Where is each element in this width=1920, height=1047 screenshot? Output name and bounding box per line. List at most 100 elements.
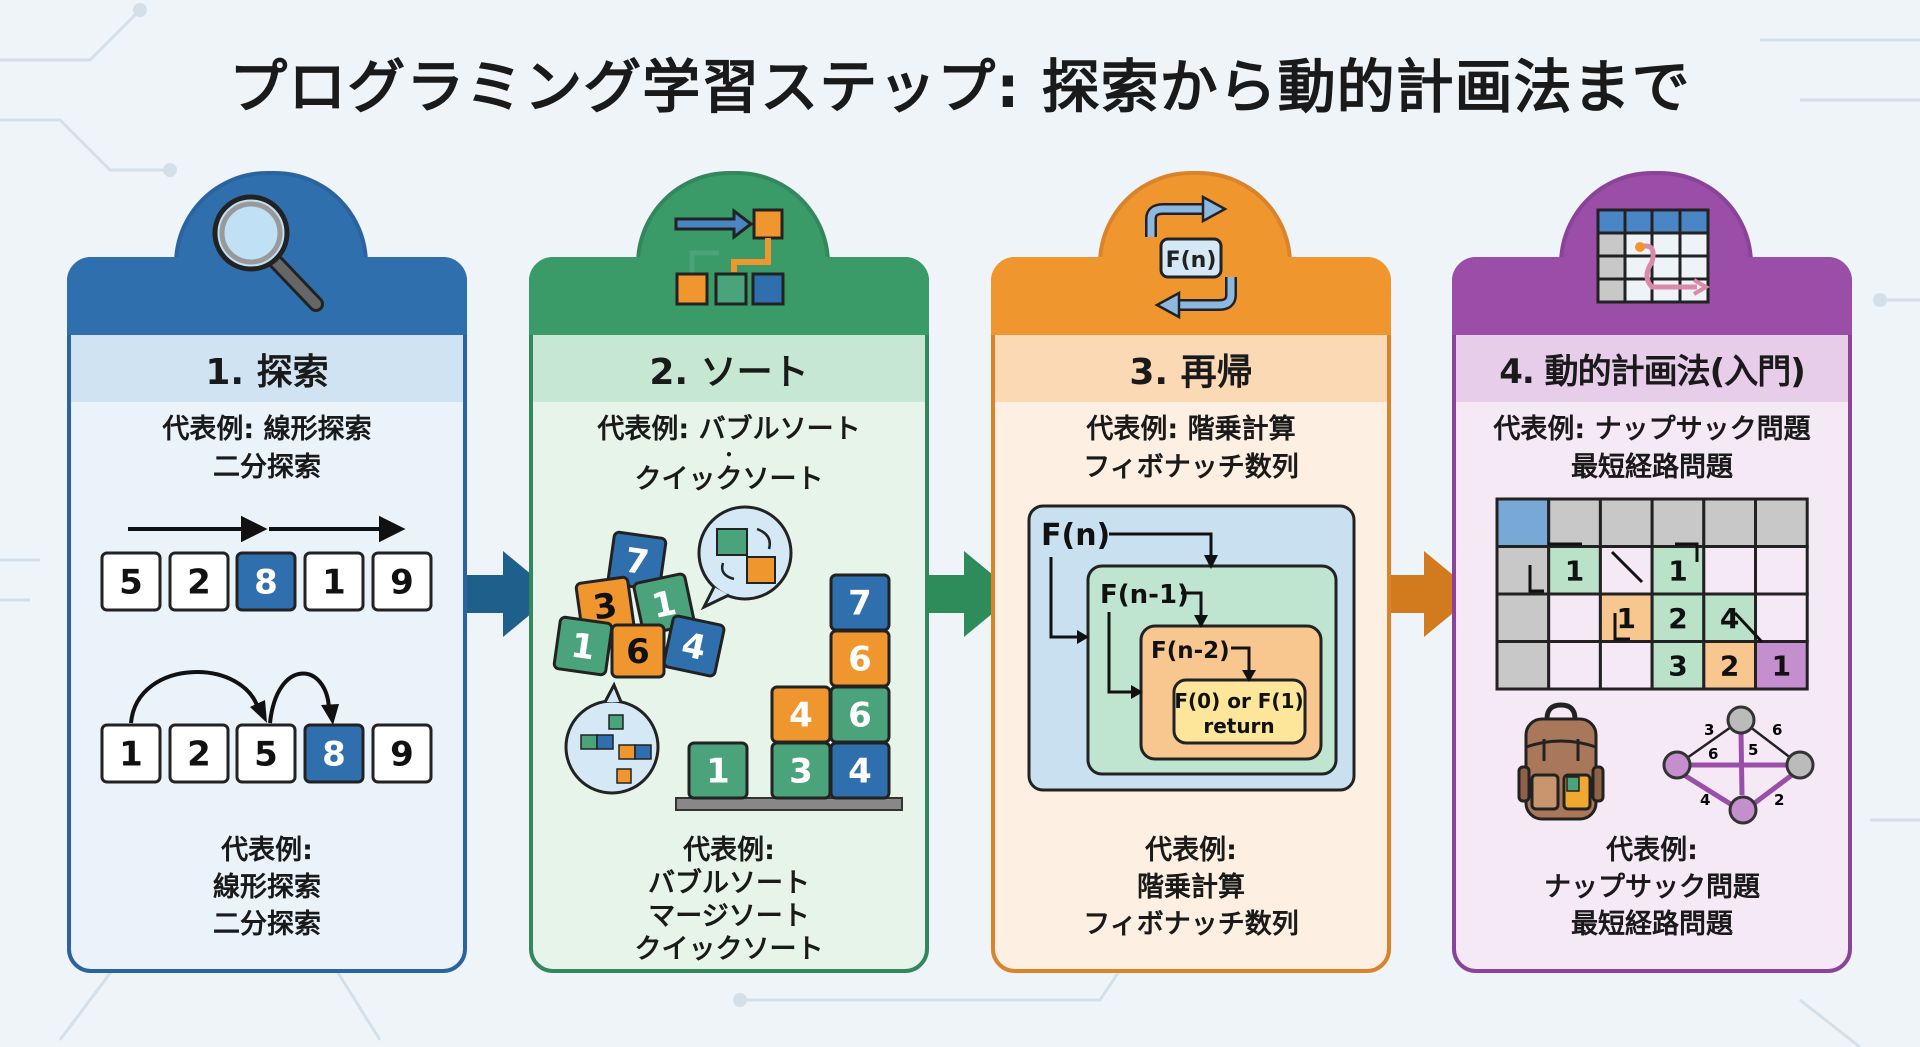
sorted-block: 6 [829, 629, 891, 688]
examples-top-line: 代表例: 線形探索 [162, 414, 372, 445]
dp-cell [1754, 592, 1809, 643]
edge-weight: 6 [1772, 721, 1782, 739]
dp-cell [1547, 592, 1602, 643]
arrow-right-icon [909, 551, 1016, 637]
dp-cell-value: 3 [1668, 649, 1687, 682]
array-cell: 8 [303, 723, 365, 784]
examples-bottom-line: マージソート [648, 901, 810, 932]
dp-cell-value: 1 [1617, 602, 1636, 635]
block-value: 1 [706, 752, 730, 792]
edge-weight: 4 [1700, 791, 1710, 809]
examples-top-line: 二分探索 [213, 452, 321, 483]
dp-cell [1598, 640, 1654, 691]
call-label: F(n-2) [1151, 638, 1230, 664]
block-value: 1 [322, 563, 346, 603]
examples-top-line: フィボナッチ数列 [1083, 452, 1299, 483]
base-case-label: return [1203, 714, 1274, 738]
dp-cell [1754, 545, 1809, 596]
block-value: 4 [848, 752, 872, 792]
examples-bottom-line: フィボナッチ数列 [1083, 909, 1299, 940]
sorted-block: 7 [829, 573, 891, 632]
dp-cell [1495, 497, 1551, 548]
shortest-path-graph: 3 6 6 5 4 2 [1662, 705, 1815, 825]
sorted-block: 1 [687, 741, 749, 800]
examples-bottom-line: 代表例: [1145, 835, 1237, 866]
dp-cell: 1 [1754, 640, 1809, 691]
block-value: 1 [568, 626, 597, 669]
dp-cell: 3 [1650, 640, 1706, 691]
unsorted-block: 4 [662, 614, 726, 678]
examples-bottom-line: 代表例: [1606, 835, 1698, 866]
block-value: 2 [187, 735, 211, 775]
examples-top-line: クイックソート [634, 464, 824, 495]
arrow-right-icon [448, 551, 555, 637]
examples-top-line: 代表例: ナップサック問題 [1493, 414, 1811, 445]
base-case-label: F(0) or F(1) [1174, 689, 1303, 713]
dp-cell [1495, 640, 1551, 691]
step-title: 4. 動的計画法(入門) [1456, 335, 1848, 402]
sorted-block: 3 [770, 741, 832, 800]
dp-cell-value: 1 [1772, 649, 1791, 682]
step-card-sort: 2. ソート 代表例: バブルソート • クイックソート 代表例: バブルソート… [529, 171, 929, 973]
backpack-icon [1517, 702, 1605, 821]
arrow-right-icon [1369, 551, 1476, 637]
block-value: 8 [254, 563, 278, 603]
block-value: 9 [390, 563, 414, 603]
block-value: 3 [591, 586, 620, 629]
examples-bottom-line: クイックソート [634, 934, 824, 965]
sorted-block: 4 [829, 741, 891, 800]
separator-dot: • [725, 449, 733, 461]
dp-cell: 4 [1702, 592, 1758, 643]
examples-bottom-line: 代表例: [683, 835, 775, 866]
dp-cell [1702, 545, 1758, 596]
examples-top-line: 最短経路問題 [1571, 452, 1733, 483]
page-title: プログラミング学習ステップ: 探索から動的計画法まで [229, 53, 1691, 121]
swap-bubble-icon [564, 681, 660, 795]
dp-cell [1547, 640, 1602, 691]
block-value: 5 [254, 735, 278, 775]
examples-bottom-line: 線形探索 [213, 872, 321, 903]
array-cell: 5 [235, 723, 297, 784]
array-cell: 1 [100, 723, 162, 784]
call-label: F(n) [1041, 518, 1110, 553]
dp-cell [1495, 592, 1551, 643]
dp-table-arrows [1528, 542, 1764, 644]
dp-cell [1598, 545, 1654, 596]
block-value: 7 [622, 541, 651, 584]
block-value: 1 [648, 583, 679, 627]
dp-cell-value: 1 [1565, 554, 1584, 587]
unsorted-block: 7 [606, 530, 668, 592]
step-card-dynamic-programming: 4. 動的計画法(入門) 代表例: ナップサック問題 最短経路問題 代表例: ナ… [1452, 171, 1852, 973]
examples-bottom-line: 階乗計算 [1137, 872, 1245, 903]
examples-bottom-line: 最短経路問題 [1571, 909, 1733, 940]
block-value: 4 [789, 696, 813, 736]
unsorted-block: 1 [552, 615, 614, 677]
block-value: 6 [848, 696, 872, 736]
block-value: 1 [119, 735, 143, 775]
examples-top-line: 代表例: 階乗計算 [1086, 414, 1296, 445]
block-value: 2 [187, 563, 211, 603]
dp-cell: 2 [1702, 640, 1758, 691]
array-cell: 2 [168, 551, 230, 612]
examples-bottom-line: 二分探索 [213, 909, 321, 940]
array-cell: 9 [371, 551, 433, 612]
dp-cell-value: 2 [1720, 649, 1739, 682]
step-title: 3. 再帰 [995, 335, 1387, 402]
step-title: 2. ソート [533, 335, 925, 402]
dp-cell: 1 [1598, 592, 1654, 643]
call-stack-diagram: F(n) F(n-1) F(n-2) F(0) or F(1) return [1027, 504, 1356, 792]
array-cell: 2 [168, 723, 230, 784]
examples-bottom-line: 代表例: [221, 835, 313, 866]
shelf [675, 797, 903, 811]
swap-bubble-icon [697, 505, 793, 611]
dp-cell: 2 [1650, 592, 1706, 643]
step-card-recursion: 3. 再帰 代表例: 階乗計算 フィボナッチ数列 代表例: 階乗計算 フィボナッ… [991, 171, 1391, 973]
dp-cell [1598, 497, 1654, 548]
array-cell: 1 [303, 551, 365, 612]
dp-cell [1754, 497, 1809, 548]
dp-cell-value: 2 [1668, 602, 1687, 635]
